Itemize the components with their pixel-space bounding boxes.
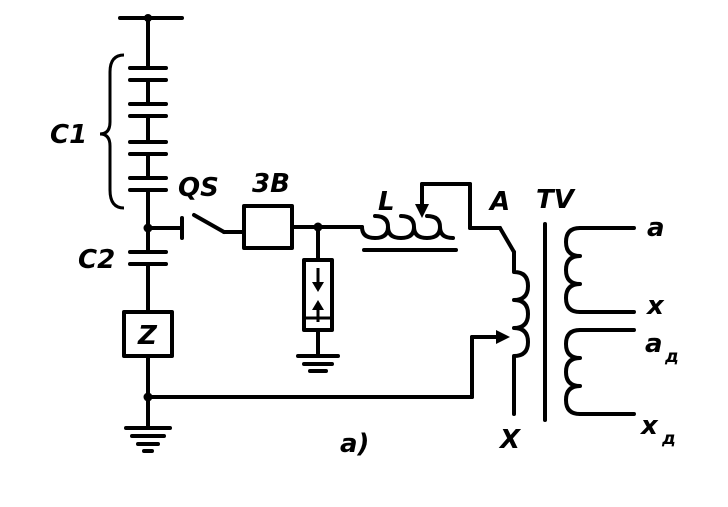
ground-left <box>124 426 172 453</box>
reactor-l <box>360 182 502 252</box>
transformer-secondary-d <box>564 328 636 416</box>
transformer-primary <box>498 226 530 416</box>
capacitor-c2 <box>128 223 168 314</box>
label-x-d: x <box>639 411 659 441</box>
label-a-d-sub: д <box>664 347 679 367</box>
label-z: Z <box>137 321 158 351</box>
label-tv: TV <box>536 185 576 215</box>
busbar <box>118 14 184 22</box>
label-a-secondary: a <box>647 213 665 243</box>
switch-qs <box>146 213 246 240</box>
label-l: L <box>378 187 395 217</box>
caption: а) <box>340 429 369 459</box>
label-c2: C2 <box>78 245 115 275</box>
label-a-primary: A <box>488 187 510 217</box>
label-3b: 3B <box>252 169 290 199</box>
label-qs: QS <box>178 173 219 203</box>
impedance-z <box>122 310 174 430</box>
surge-arrester <box>296 225 340 373</box>
c1-brace <box>99 53 125 210</box>
protection-3b <box>242 204 364 250</box>
capacitor-stack-c1 <box>128 16 168 228</box>
label-x-secondary: x <box>645 291 665 321</box>
return-wire <box>146 330 510 399</box>
label-c1: C1 <box>50 120 87 150</box>
label-x-primary: X <box>498 425 522 455</box>
label-a-d: a <box>645 329 663 359</box>
label-x-d-sub: д <box>661 429 676 449</box>
transformer-secondary <box>564 226 636 314</box>
